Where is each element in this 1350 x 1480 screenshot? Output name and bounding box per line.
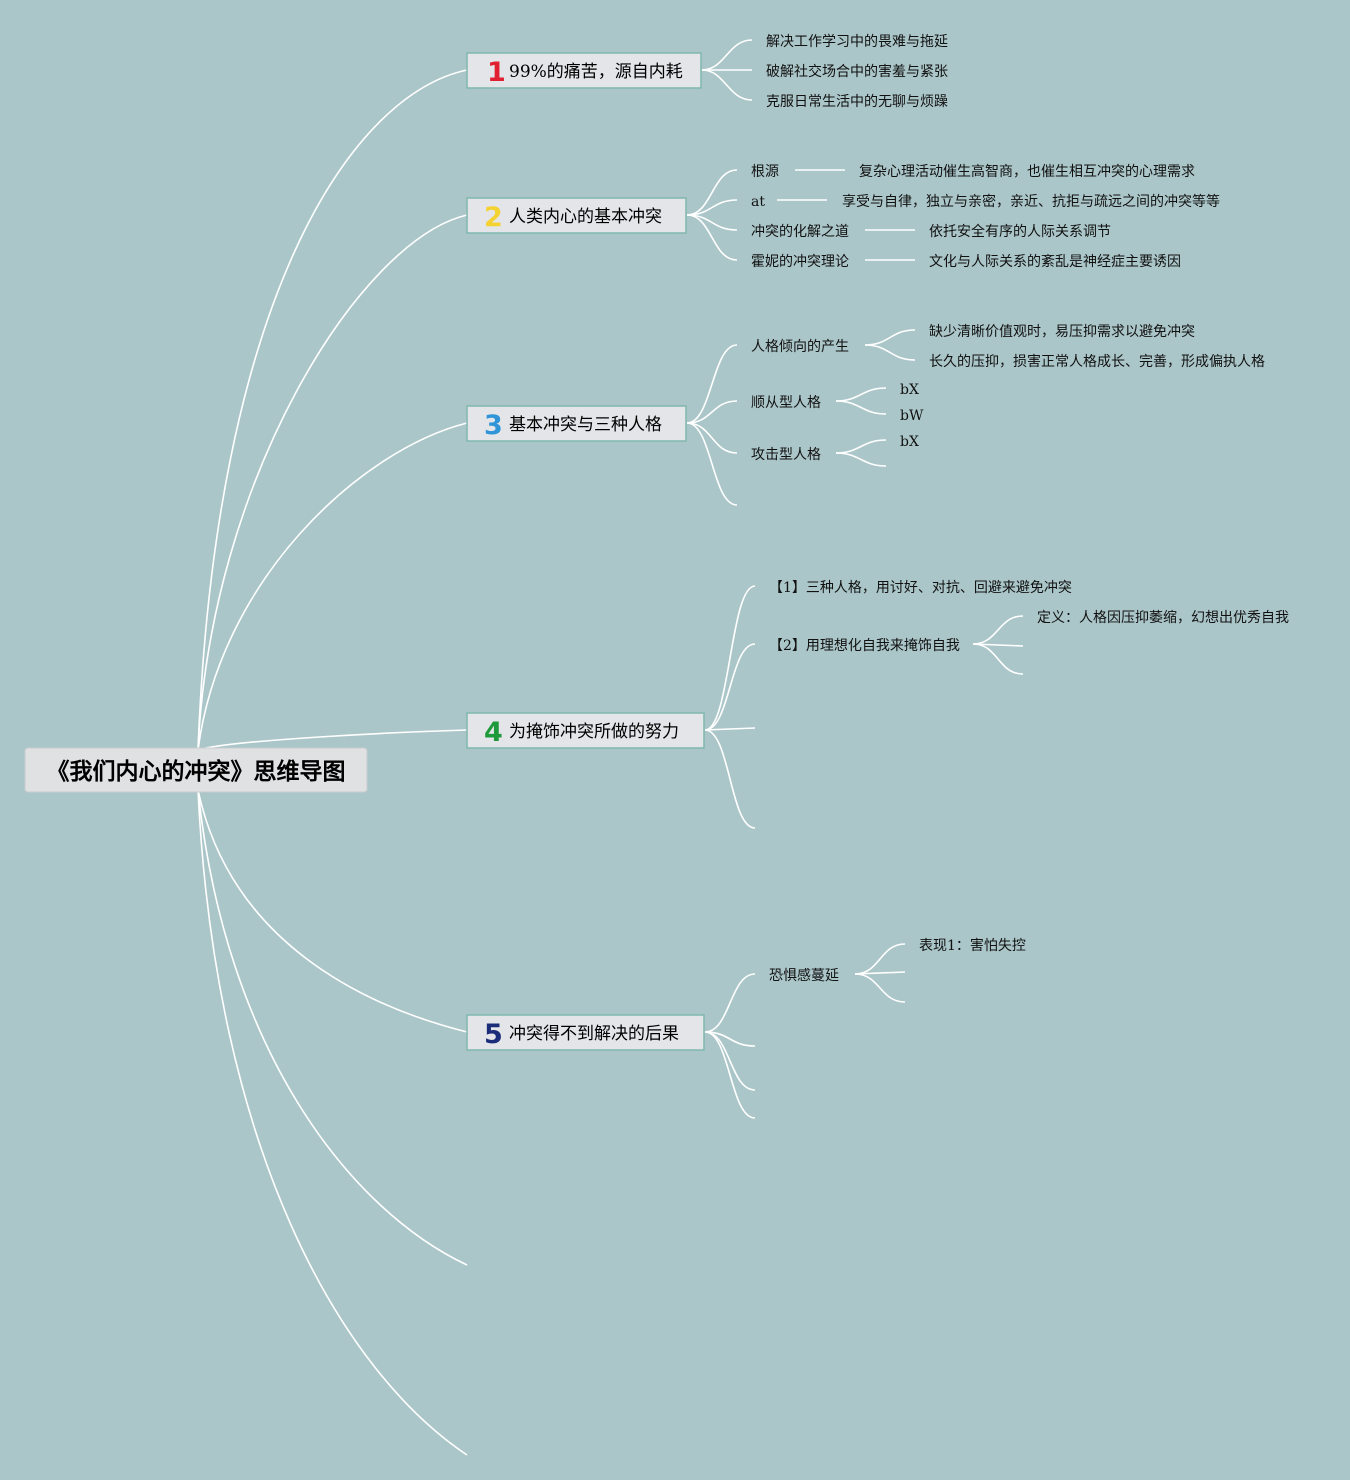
root-node[interactable]: 《我们内心的冲突》思维导图 — [24, 747, 368, 793]
branch-3-child-1-detail-2[interactable]: 长久的压抑，损害正常人格成长、完善，形成偏执人格 — [929, 354, 1265, 370]
branch-3-child-1-label[interactable]: 人格倾向的产生 — [751, 339, 849, 355]
branch-3-child-3-label[interactable]: 攻击型人格 — [751, 447, 821, 463]
branch-1-child-1[interactable]: 解决工作学习中的畏难与拖延 — [766, 34, 948, 50]
branch-1-number: 1 — [487, 57, 506, 88]
branch-2-child-3-label[interactable]: 冲突的化解之道 — [751, 224, 849, 240]
branch-3-child-2-detail-1[interactable]: bX — [900, 382, 919, 398]
branch-node-5[interactable]: 5 冲突得不到解决的后果 — [466, 1014, 705, 1051]
branch-3-children: 人格倾向的产生 缺少清晰价值观时，易压抑需求以避免冲突 长久的压抑，损害正常人格… — [751, 324, 1265, 463]
branch-5-child-1-label[interactable]: 恐惧感蔓延 — [769, 967, 839, 984]
branch-2-child-2-label[interactable]: at — [751, 194, 765, 210]
branch-2-number: 2 — [484, 202, 503, 233]
branch-node-4[interactable]: 4 为掩饰冲突所做的努力 — [466, 712, 705, 749]
branch-node-2[interactable]: 2 人类内心的基本冲突 — [466, 197, 687, 234]
branch-1-children: 解决工作学习中的畏难与拖延 破解社交场合中的害羞与紧张 克服日常生活中的无聊与烦… — [766, 34, 948, 110]
branch-node-3[interactable]: 3 基本冲突与三种人格 — [466, 405, 687, 442]
connector-lines — [197, 39, 1024, 1456]
branch-4-child-1-label[interactable]: 【1】三种人格，用讨好、对抗、回避来避免冲突 — [769, 580, 1072, 596]
branch-5-children: 恐惧感蔓延 表现1：害怕失控 — [769, 938, 1026, 984]
branch-1-child-2[interactable]: 破解社交场合中的害羞与紧张 — [766, 63, 948, 80]
branch-2-child-3-detail[interactable]: 依托安全有序的人际关系调节 — [929, 223, 1111, 240]
branch-4-number: 4 — [484, 717, 503, 748]
branch-1-child-3[interactable]: 克服日常生活中的无聊与烦躁 — [766, 94, 948, 110]
branch-2-child-1-label[interactable]: 根源 — [751, 164, 779, 180]
branch-1-label: 99%的痛苦，源自内耗 — [509, 62, 683, 82]
branch-4-label: 为掩饰冲突所做的努力 — [509, 722, 679, 742]
root-title: 《我们内心的冲突》思维导图 — [47, 758, 346, 785]
branch-3-label: 基本冲突与三种人格 — [509, 415, 662, 435]
branch-5-child-1-detail-1[interactable]: 表现1：害怕失控 — [919, 938, 1026, 954]
branch-2-child-1-detail[interactable]: 复杂心理活动催生高智商，也催生相互冲突的心理需求 — [859, 163, 1195, 180]
branch-2-children: 根源 复杂心理活动催生高智商，也催生相互冲突的心理需求 at 享受与自律，独立与… — [751, 163, 1220, 270]
branch-3-child-1-detail-1[interactable]: 缺少清晰价值观时，易压抑需求以避免冲突 — [929, 324, 1195, 340]
branch-2-label: 人类内心的基本冲突 — [509, 207, 662, 227]
branch-5-number: 5 — [484, 1019, 503, 1050]
branch-4-child-2-label[interactable]: 【2】用理想化自我来掩饰自我 — [769, 638, 960, 654]
branch-node-1[interactable]: 1 99%的痛苦，源自内耗 — [466, 52, 702, 89]
branch-2-child-4-detail[interactable]: 文化与人际关系的紊乱是神经症主要诱因 — [929, 253, 1181, 270]
branch-3-child-2-label[interactable]: 顺从型人格 — [751, 395, 821, 411]
branch-2-child-2-detail[interactable]: 享受与自律，独立与亲密，亲近、抗拒与疏远之间的冲突等等 — [842, 193, 1220, 210]
branch-5-label: 冲突得不到解决的后果 — [509, 1024, 679, 1044]
branch-3-child-2-detail-2[interactable]: bW — [900, 408, 924, 424]
branch-4-child-2-detail-1[interactable]: 定义：人格因压抑萎缩，幻想出优秀自我 — [1037, 610, 1289, 626]
branch-2-child-4-label[interactable]: 霍妮的冲突理论 — [751, 254, 849, 270]
branch-4-children: 【1】三种人格，用讨好、对抗、回避来避免冲突 【2】用理想化自我来掩饰自我 定义… — [769, 580, 1289, 654]
branch-3-child-3-detail-1[interactable]: bX — [900, 434, 919, 450]
branch-3-number: 3 — [484, 410, 503, 441]
